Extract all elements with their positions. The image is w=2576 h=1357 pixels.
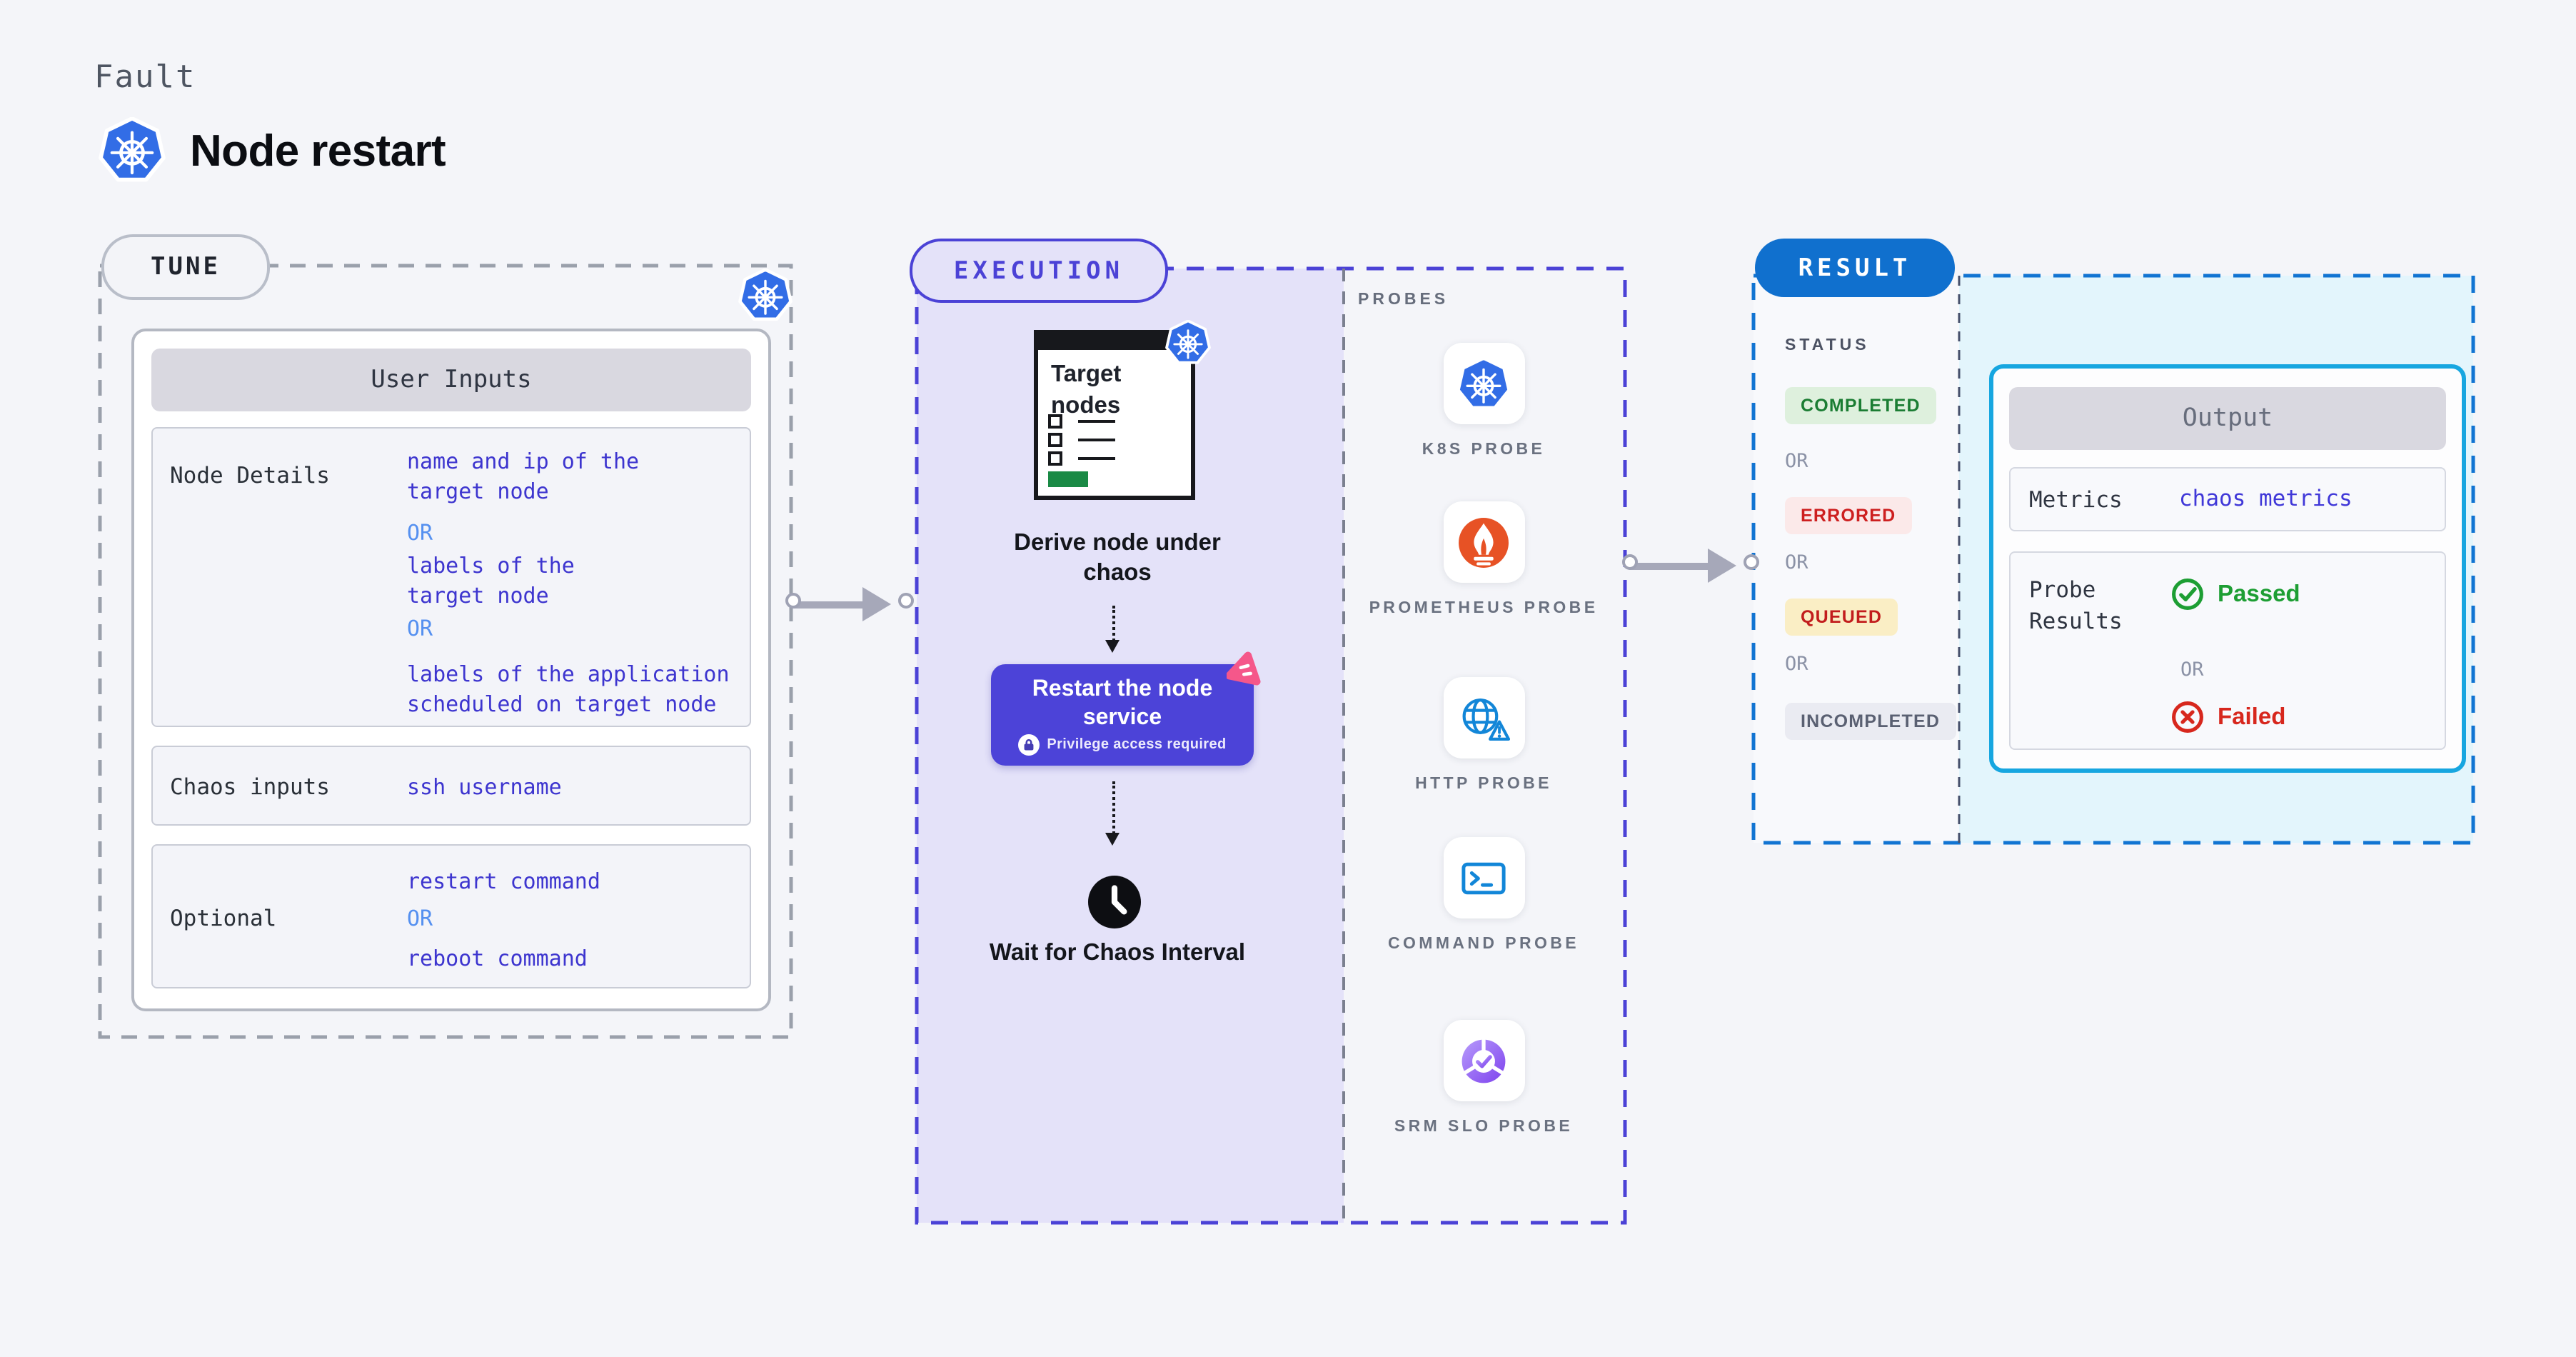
kubernetes-icon	[1456, 356, 1511, 411]
metrics-value: chaos metrics	[2179, 486, 2353, 511]
terminal-icon	[1461, 861, 1506, 894]
restart-node-service-step: Restart the node service Privilege acces…	[991, 664, 1254, 766]
or-separator: OR	[1785, 653, 1808, 676]
metrics-row: Metrics chaos metrics	[2009, 467, 2446, 531]
input-value: restart command	[407, 868, 600, 894]
clipboard-title: Target nodes	[1051, 361, 1122, 419]
kubernetes-icon	[1165, 320, 1211, 364]
probe-label: K8S PROBE	[1422, 441, 1546, 459]
probe-label: HTTP PROBE	[1415, 776, 1552, 793]
failed-text: Failed	[2218, 703, 2286, 729]
status-badge-queued: QUEUED	[1785, 599, 1898, 636]
probe-results-row: Probe Results Passed OR Failed	[2009, 551, 2446, 750]
kubernetes-icon	[738, 269, 793, 323]
checkbox-row	[1048, 414, 1115, 429]
lock-icon	[1018, 734, 1040, 756]
or-separator: OR	[407, 520, 433, 546]
x-circle-icon	[2172, 701, 2203, 733]
clock-icon	[1088, 876, 1141, 928]
kubernetes-icon	[99, 117, 166, 184]
or-separator: OR	[2180, 659, 2204, 681]
or-separator: OR	[1785, 450, 1808, 473]
row-label: Metrics	[2029, 487, 2123, 513]
probe-prometheus: PROMETHEUS PROBE	[1355, 501, 1612, 621]
row-optional: Optional restart command OR reboot comma…	[151, 844, 751, 988]
prometheus-flame-icon	[1459, 517, 1509, 567]
status-column-label: STATUS	[1785, 337, 1870, 354]
or-separator: OR	[407, 616, 433, 641]
input-value: ssh username	[407, 774, 562, 800]
slo-donut-check-icon	[1461, 1038, 1506, 1083]
checkbox-row	[1048, 451, 1115, 466]
chaos-pink-icon	[1227, 651, 1261, 686]
target-nodes-clipboard: Target nodes	[1034, 330, 1195, 500]
probe-label: COMMAND PROBE	[1387, 936, 1579, 953]
dotted-arrow-down-icon	[1105, 781, 1120, 846]
output-header: Output	[2009, 387, 2446, 450]
page-title: Node restart	[190, 126, 446, 176]
execution-section-pill: EXECUTION	[910, 239, 1168, 303]
status-badge-errored: ERRORED	[1785, 497, 1912, 534]
derive-node-caption: Derive node under chaos	[1014, 530, 1221, 586]
wait-chaos-caption: Wait for Chaos Interval	[989, 940, 1246, 966]
row-label: Optional	[170, 906, 277, 931]
flow-arrow-tune-to-execution	[785, 587, 914, 621]
globe-warning-icon	[1462, 698, 1511, 740]
probe-k8s: K8S PROBE	[1355, 343, 1612, 463]
row-node-details: Node Details name and ip of the target n…	[151, 427, 751, 727]
row-label: Chaos inputs	[170, 774, 330, 800]
user-inputs-header: User Inputs	[151, 349, 751, 411]
or-separator: OR	[1785, 551, 1808, 574]
probe-srm-slo: SRM SLO PROBE	[1355, 1020, 1612, 1140]
input-value: labels of the application scheduled on t…	[407, 661, 730, 717]
probe-command: COMMAND PROBE	[1355, 837, 1612, 957]
or-separator: OR	[407, 906, 433, 931]
probe-label: PROMETHEUS PROBE	[1369, 600, 1599, 617]
probe-result-failed: Failed	[2170, 700, 2285, 734]
passed-text: Passed	[2218, 581, 2300, 606]
input-value: labels of the target node	[407, 553, 575, 609]
tune-dashed-box	[98, 264, 793, 1039]
probe-label: SRM SLO PROBE	[1394, 1118, 1574, 1136]
privilege-note: Privilege access required	[1047, 737, 1227, 753]
flow-arrow-execution-to-result	[1622, 549, 1759, 583]
probe-card	[1443, 343, 1524, 424]
input-value: reboot command	[407, 946, 588, 971]
clipboard-green-bar	[1048, 471, 1088, 487]
checkbox-row	[1048, 433, 1115, 447]
tune-section-pill: TUNE	[101, 234, 270, 300]
probe-card	[1443, 837, 1524, 918]
row-label: Probe Results	[2029, 577, 2123, 634]
result-section-pill: RESULT	[1755, 239, 1955, 297]
fault-kicker: Fault	[94, 60, 196, 96]
execution-dashed-box	[915, 266, 1627, 1225]
probe-http: HTTP PROBE	[1355, 677, 1612, 797]
probes-column-label: PROBES	[1358, 291, 1449, 309]
row-label: Node Details	[170, 463, 330, 489]
probe-result-passed: Passed	[2170, 577, 2300, 611]
output-card: Output Metrics chaos metrics Probe Resul…	[1989, 364, 2466, 773]
dotted-arrow-down-icon	[1105, 606, 1120, 653]
probe-card	[1443, 1020, 1524, 1101]
restart-step-title: Restart the node service	[1032, 677, 1213, 729]
status-badge-completed: COMPLETED	[1785, 387, 1936, 424]
user-inputs-card: User Inputs Node Details name and ip of …	[131, 329, 771, 1011]
input-value: name and ip of the target node	[407, 449, 640, 504]
check-circle-icon	[2172, 579, 2203, 610]
row-chaos-inputs: Chaos inputs ssh username	[151, 746, 751, 826]
status-badge-incompleted: INCOMPLETED	[1785, 703, 1956, 740]
probe-card	[1443, 501, 1524, 583]
clipboard-top-bar	[1038, 334, 1191, 350]
probe-card	[1443, 677, 1524, 758]
